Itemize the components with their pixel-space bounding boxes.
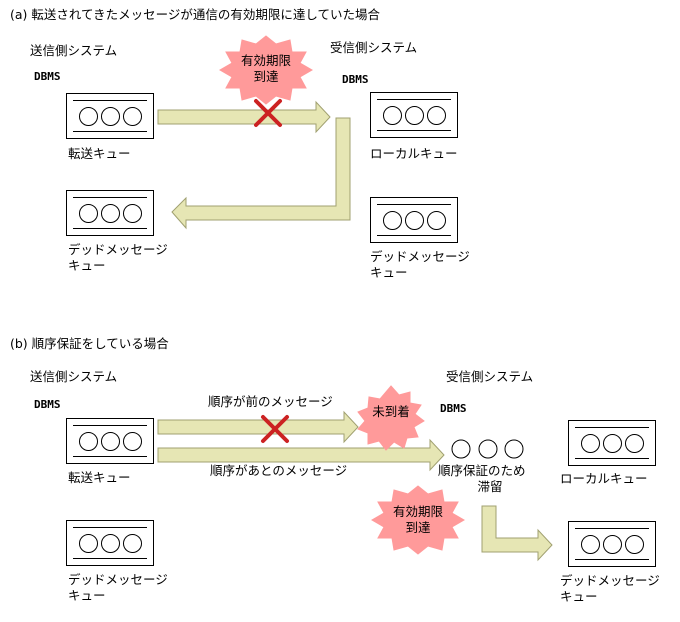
earlier-message-arrow <box>157 410 359 444</box>
sender-dead-letter-label-a-1: デッドメッセージ <box>68 242 168 257</box>
transfer-queue-a <box>66 93 154 139</box>
receiver-dead-letter-label-a-2: キュー <box>370 265 408 280</box>
cross-mark-a <box>254 99 282 127</box>
sender-dead-letter-label-a-2: キュー <box>68 258 106 273</box>
stalled-messages <box>451 439 524 459</box>
receiver-system-label-a: 受信側システム <box>330 40 418 55</box>
cross-mark-b <box>261 415 289 443</box>
stall-text-2: 滞留 <box>477 479 503 494</box>
transfer-queue-b <box>66 418 154 464</box>
dead-letter-arrow-b <box>481 505 553 562</box>
receiver-dead-letter-queue-a <box>370 197 458 243</box>
dbms-label-receiver-a: DBMS <box>342 73 369 86</box>
receiver-system-label-b: 受信側システム <box>446 369 534 384</box>
receiver-dead-letter-label-a-1: デッドメッセージ <box>370 249 470 264</box>
transfer-arrow-a <box>157 100 331 134</box>
sender-dead-letter-label-b-2: キュー <box>68 588 106 603</box>
stall-text-1: 順序保証のため <box>438 463 526 478</box>
not-arrived-burst <box>357 385 425 451</box>
local-queue-b <box>568 420 656 466</box>
expiry-burst-b-text-1: 有効期限 <box>392 504 443 519</box>
receiver-dead-letter-label-b-1: デッドメッセージ <box>560 573 660 588</box>
local-queue-label-a: ローカルキュー <box>370 146 458 161</box>
expiry-burst-b <box>371 485 465 555</box>
expiry-burst-a <box>219 35 313 105</box>
sender-system-label-b: 送信側システム <box>30 369 118 384</box>
dbms-label-sender-b: DBMS <box>34 398 61 411</box>
expiry-burst-b-text-2: 到達 <box>405 520 431 535</box>
receiver-dead-letter-label-b-2: キュー <box>560 589 598 604</box>
dbms-label-sender-a: DBMS <box>34 70 61 83</box>
later-message-label: 順序があとのメッセージ <box>210 463 348 478</box>
expiry-burst-a-text-1: 有効期限 <box>240 53 291 68</box>
not-arrived-text: 未到着 <box>372 404 410 419</box>
receiver-dead-letter-queue-b <box>568 521 656 567</box>
section-a-title: (a) 転送されてきたメッセージが通信の有効期限に達していた場合 <box>10 7 381 22</box>
dbms-label-receiver-b: DBMS <box>440 402 467 415</box>
local-queue-a <box>370 92 458 138</box>
sender-dead-letter-queue-a <box>66 190 154 236</box>
transfer-queue-label-b: 転送キュー <box>68 470 131 485</box>
sender-system-label-a: 送信側システム <box>30 43 118 58</box>
transfer-queue-label-a: 転送キュー <box>68 146 131 161</box>
sender-dead-letter-queue-b <box>66 520 154 566</box>
return-arrow-a <box>171 117 351 230</box>
later-message-arrow <box>157 438 445 472</box>
local-queue-label-b: ローカルキュー <box>560 471 648 486</box>
earlier-message-label: 順序が前のメッセージ <box>208 394 333 409</box>
expiry-burst-a-text-2: 到達 <box>253 69 279 84</box>
section-b-title: (b) 順序保証をしている場合 <box>10 336 169 351</box>
sender-dead-letter-label-b-1: デッドメッセージ <box>68 572 168 587</box>
